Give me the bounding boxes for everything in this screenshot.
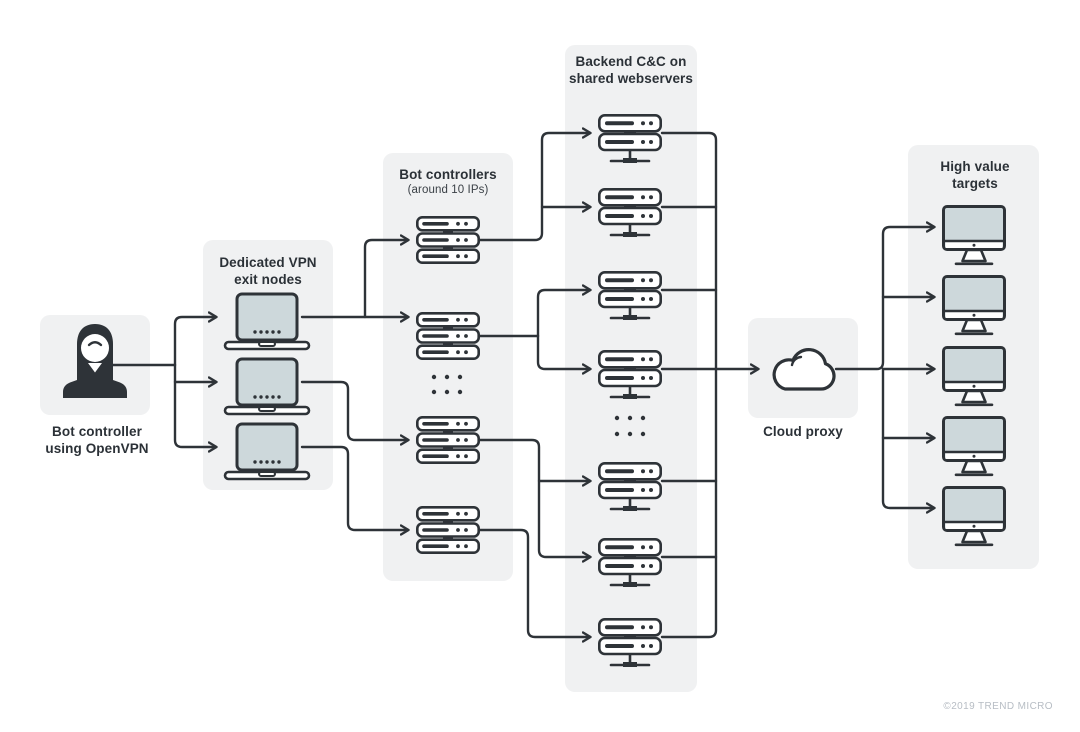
server-stack-icon — [416, 312, 480, 360]
ellipsis-dots-bot-controllers — [431, 374, 463, 395]
label-line: Bot controller — [52, 424, 142, 439]
label-line: Backend C&C on — [575, 54, 687, 69]
monitor-icon — [942, 346, 1006, 407]
label-line: shared webservers — [568, 71, 694, 86]
label-backend-cnc: Backend C&C on shared webservers — [531, 53, 731, 87]
label-line: targets — [952, 176, 998, 191]
monitor-icon — [942, 205, 1006, 266]
label-high-value-targets: High value targets — [895, 158, 1055, 192]
label-line: Cloud proxy — [763, 424, 843, 439]
cloud-icon — [772, 348, 836, 391]
label-cloud-proxy: Cloud proxy — [723, 423, 883, 440]
webserver-icon — [598, 462, 662, 511]
label-line: Dedicated VPN — [219, 255, 317, 270]
label-vpn-exit-nodes: Dedicated VPN exit nodes — [188, 254, 348, 288]
monitor-icon — [942, 486, 1006, 547]
person-icon — [63, 324, 127, 398]
server-stack-icon — [416, 506, 480, 554]
server-stack-icon — [416, 216, 480, 264]
monitor-icon — [942, 275, 1006, 336]
monitor-icon — [942, 416, 1006, 477]
label-bot-controller: Bot controller using OpenVPN — [17, 423, 177, 457]
label-line: using OpenVPN — [45, 441, 149, 456]
label-line: Bot controllers — [399, 167, 497, 182]
label-subline: (around 10 IPs) — [407, 184, 489, 196]
webserver-icon — [598, 350, 662, 399]
ellipsis-dots-backend-cnc — [614, 415, 646, 437]
label-line: High value — [940, 159, 1010, 174]
copyright-text: ©2019 TREND MICRO — [943, 701, 1053, 712]
laptop-icon — [223, 357, 311, 416]
webserver-icon — [598, 618, 662, 667]
webserver-icon — [598, 271, 662, 320]
webserver-icon — [598, 188, 662, 237]
label-bot-controllers: Bot controllers (around 10 IPs) — [368, 166, 528, 197]
laptop-icon — [223, 292, 311, 351]
label-line: exit nodes — [234, 272, 302, 287]
webserver-icon — [598, 538, 662, 587]
laptop-icon — [223, 422, 311, 481]
webserver-icon — [598, 114, 662, 163]
server-stack-icon — [416, 416, 480, 464]
